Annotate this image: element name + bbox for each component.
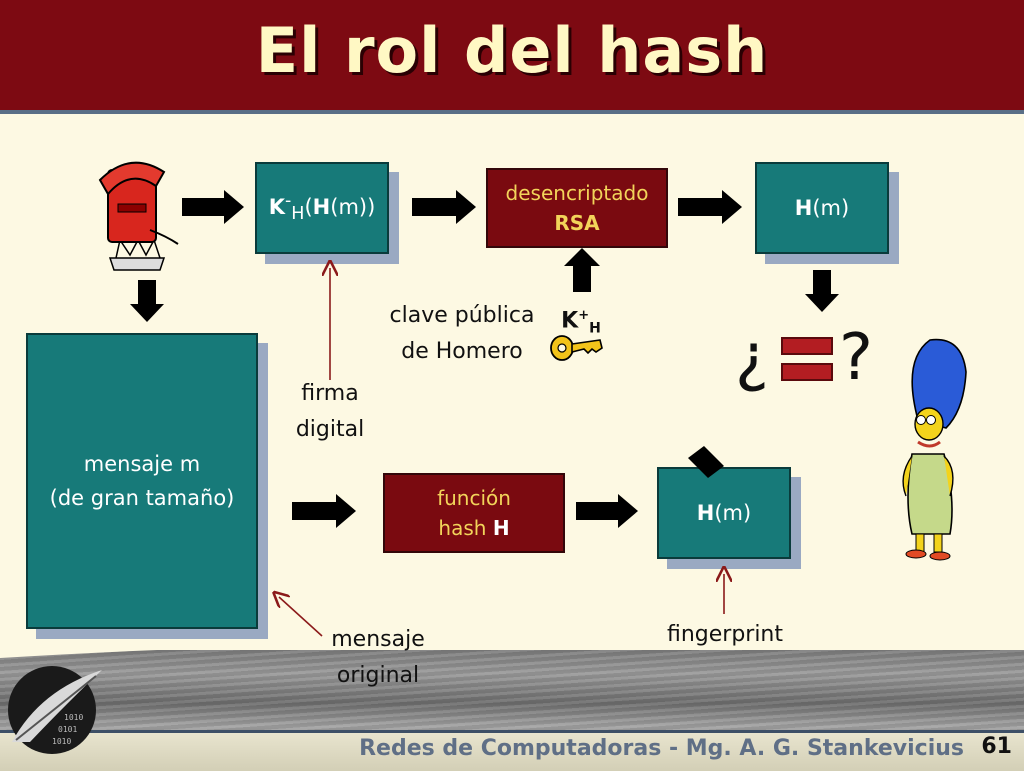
public-key-label: clave pública de Homero — [389, 303, 535, 364]
signed-digest-box: K-H(H(m)) — [255, 162, 389, 254]
flow-arrow-hash-to-compare — [805, 270, 839, 312]
public-key-symbol: K+H — [561, 308, 601, 337]
original-message-label: mensaje original — [331, 627, 425, 688]
flow-arrow-decrypt-to-hash — [678, 190, 742, 224]
title-bar — [0, 0, 1024, 114]
digital-signature-label: firma digital — [295, 381, 365, 442]
flow-arrow-key-to-decrypt — [564, 248, 600, 292]
compare-close-mark: ? — [839, 321, 873, 395]
flow-arrow-hashfn-to-hash — [576, 494, 638, 528]
footer-course: Redes de Computadoras - Mg. A. G. Stanke… — [359, 736, 964, 761]
slide-title: El rol del hash — [255, 14, 769, 87]
hash-function-box: función hash H — [383, 473, 565, 553]
compare-open-mark: ¿ — [735, 321, 769, 395]
rsa-decrypt-box: desencriptado RSA — [486, 168, 668, 248]
page-number: 61 — [981, 734, 1012, 759]
flow-arrow-signed-to-decrypt — [412, 190, 476, 224]
fingerprint-label: fingerprint — [666, 622, 784, 647]
flow-arrow-mailbox-to-message — [130, 280, 164, 322]
message-box: mensaje m (de gran tamaño) — [26, 333, 258, 629]
flow-arrow-mailbox-to-signed — [182, 190, 244, 224]
decrypted-hash-box: H(m) — [755, 162, 889, 254]
flow-arrow-message-to-hashfn — [292, 494, 356, 528]
footer-band — [0, 730, 1024, 771]
footer-curve — [0, 636, 1024, 666]
callout-arrow-original — [279, 597, 323, 637]
computed-hash-box: H(m) — [657, 467, 791, 559]
